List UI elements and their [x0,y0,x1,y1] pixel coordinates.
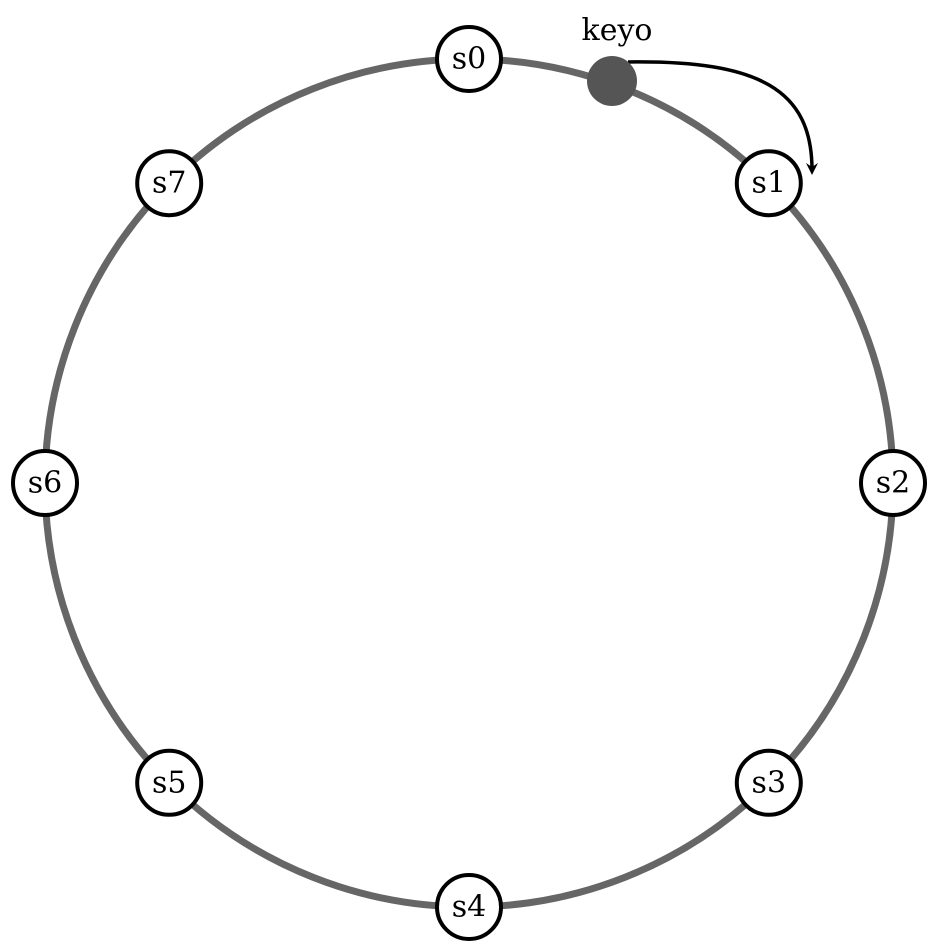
server-circle [435,25,503,93]
server-circle [135,149,204,218]
key-dot [587,56,637,106]
server-label: s2 [876,466,910,501]
server-node-s5: s5 [135,748,204,817]
key-label: keyo [582,13,653,48]
server-label: s7 [152,166,186,201]
server-label: s1 [752,166,786,201]
server-circle [734,748,803,817]
server-node-s3: s3 [734,748,803,817]
server-label: s6 [28,466,62,501]
server-node-s0: s0 [435,25,503,93]
server-circle [11,449,79,517]
server-label: s5 [152,765,186,800]
server-label: s3 [752,765,786,800]
server-circle [859,449,927,517]
server-node-s2: s2 [859,449,927,517]
server-nodes: s0 s1 s2 s3 s4 s5 s6 s7 [11,25,927,941]
server-circle [734,149,803,218]
server-label: s4 [452,890,486,925]
key-to-server-arrow [627,60,818,175]
server-node-s6: s6 [11,449,79,517]
server-circle [435,873,503,941]
server-node-s7: s7 [135,149,204,218]
server-node-s4: s4 [435,873,503,941]
server-label: s0 [452,42,486,77]
server-circle [135,748,204,817]
server-node-s1: s1 [734,149,803,218]
